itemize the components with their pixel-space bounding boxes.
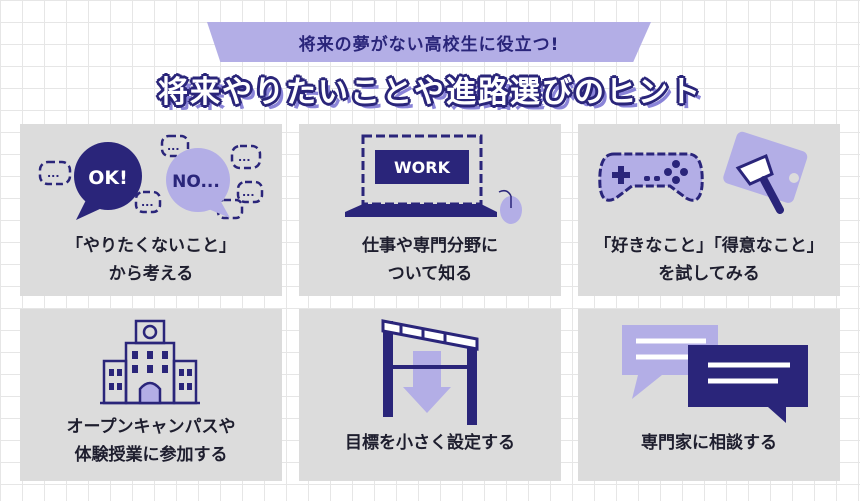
card-open-campus: オープンキャンパスや 体験授業に参加する: [20, 309, 282, 481]
card-label-line: ついて知る: [387, 264, 473, 284]
chat-bubbles-icon: [622, 325, 808, 423]
card-dislikes: ... ... ... ... ... OK! NO... 「やりたくないこと」…: [20, 124, 282, 296]
laptop-icon: WORK: [345, 134, 522, 224]
card-label: 「好きなこと」「得意なこと」 を試してみる: [578, 232, 840, 288]
card-label-line: 専門家に相談する: [641, 433, 777, 453]
card-label-line: 仕事や専門分野に: [362, 236, 498, 256]
bubble-dots: ...: [167, 140, 180, 153]
card-label-line: 「やりたくないこと」: [66, 236, 236, 256]
card-label: 専門家に相談する: [578, 429, 840, 457]
card-label: 目標を小さく設定する: [299, 429, 561, 457]
bubble-dots: ...: [242, 186, 255, 199]
page-subtitle: 将来の夢がない高校生に役立つ!: [298, 34, 560, 55]
subtitle-banner: [207, 22, 651, 62]
card-label-line: 「好きなこと」「得意なこと」: [594, 236, 824, 256]
speech-bubbles-icon: ... ... ... ... ... OK! NO...: [38, 134, 264, 220]
bubble-dots: ...: [47, 167, 60, 180]
gamepad-and-cooking-icon: [598, 131, 808, 214]
card-learn-jobs: WORK 仕事や専門分野に ついて知る: [299, 124, 561, 296]
card-label: 仕事や専門分野に ついて知る: [299, 232, 561, 288]
card-consult-expert: 専門家に相談する: [578, 309, 840, 481]
card-label: オープンキャンパスや 体験授業に参加する: [20, 413, 282, 469]
card-small-goals: 目標を小さく設定する: [299, 309, 561, 481]
bubble-dots: ...: [141, 196, 154, 209]
bubble-no-text: NO...: [172, 172, 220, 192]
card-label: 「やりたくないこと」 から考える: [20, 232, 282, 288]
card-label-line: オープンキャンパスや: [66, 417, 236, 437]
card-label-line: から考える: [108, 264, 194, 284]
card-label-line: を試してみる: [658, 264, 760, 284]
card-label-line: 体験授業に参加する: [74, 445, 228, 465]
hurdle-arrow-icon: [381, 319, 479, 425]
bubble-ok-text: OK!: [88, 167, 128, 189]
card-try-likes: 「好きなこと」「得意なこと」 を試してみる: [578, 124, 840, 296]
bubble-dots: ...: [238, 151, 251, 164]
university-building-icon: [100, 319, 200, 405]
card-label-line: 目標を小さく設定する: [345, 433, 515, 453]
screen-work-text: WORK: [394, 158, 451, 177]
page-title: 将来やりたいことや進路選びのヒント: [158, 75, 702, 110]
